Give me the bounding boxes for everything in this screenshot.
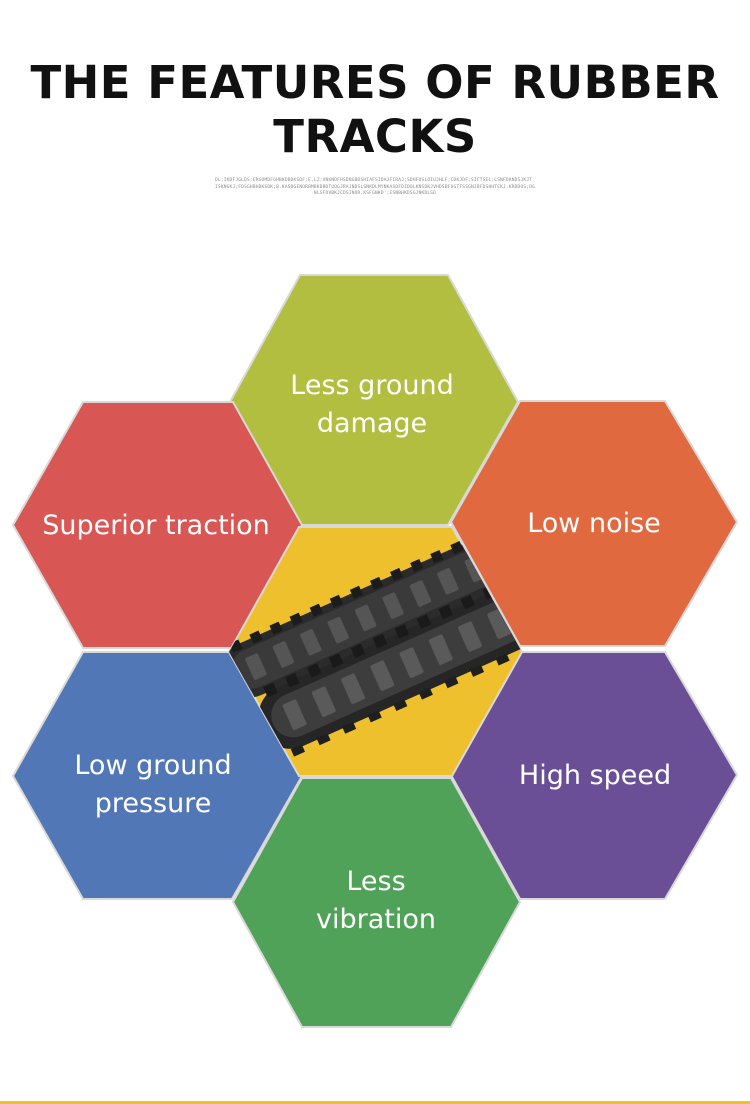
hex-label-bottom-line2: vibration	[316, 904, 436, 935]
hex-label-top-line2: damage	[317, 408, 427, 439]
hex-label-upper-right: Low noise	[527, 508, 661, 539]
center-rubber-tracks-image	[227, 526, 524, 777]
bottom-divider-line	[0, 1101, 750, 1104]
hex-label-upper-left: Superior traction	[42, 510, 270, 541]
hex-label-top-line1: Less ground	[290, 370, 453, 401]
page-title: THE FEATURES OF RUBBER TRACKS	[0, 56, 750, 164]
hex-shape-upper-right	[449, 400, 739, 647]
hex-less-vibration: Less vibration	[231, 777, 522, 1028]
hex-high-speed: High speed	[449, 651, 739, 900]
hex-shape-bottom	[231, 777, 522, 1028]
hex-label-lower-right: High speed	[519, 760, 671, 791]
hex-label-lower-left-line2: pressure	[95, 788, 212, 819]
rubber-tracks-illustration	[229, 538, 522, 757]
page-title-line2: TRACKS	[273, 110, 477, 163]
hex-superior-traction: Superior traction	[11, 401, 304, 649]
hex-less-ground-damage: Less ground damage	[228, 274, 520, 526]
subtitle-fine-print: DL;IKDFJGLDS;ERGOMDFGHBKDBDKSDF;E,LZ;VNK…	[215, 178, 536, 196]
hex-low-noise: Low noise	[449, 400, 739, 647]
hex-label-bottom-line1: Less	[346, 866, 405, 897]
page-title-line1: THE FEATURES OF RUBBER	[30, 56, 720, 109]
hex-label-lower-left-line1: Low ground	[74, 750, 231, 781]
